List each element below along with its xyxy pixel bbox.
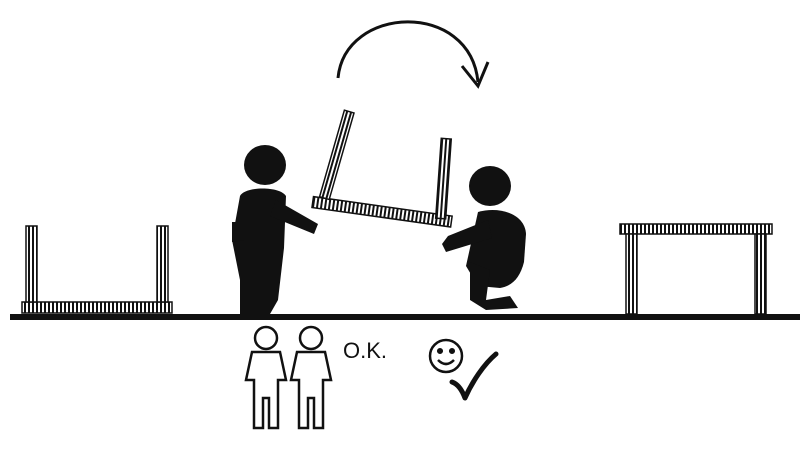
table-upside-down — [22, 226, 172, 313]
person-standing — [232, 145, 318, 314]
checkmark-icon — [452, 354, 496, 398]
ground-line — [10, 314, 800, 320]
table-being-flipped — [312, 108, 465, 227]
curved-arrow-icon — [338, 22, 488, 86]
smiley-icon — [430, 340, 462, 372]
table-upright — [620, 224, 772, 314]
ok-label: O.K. — [343, 338, 387, 363]
person-crouching — [442, 166, 526, 310]
two-person-icon — [246, 327, 331, 428]
